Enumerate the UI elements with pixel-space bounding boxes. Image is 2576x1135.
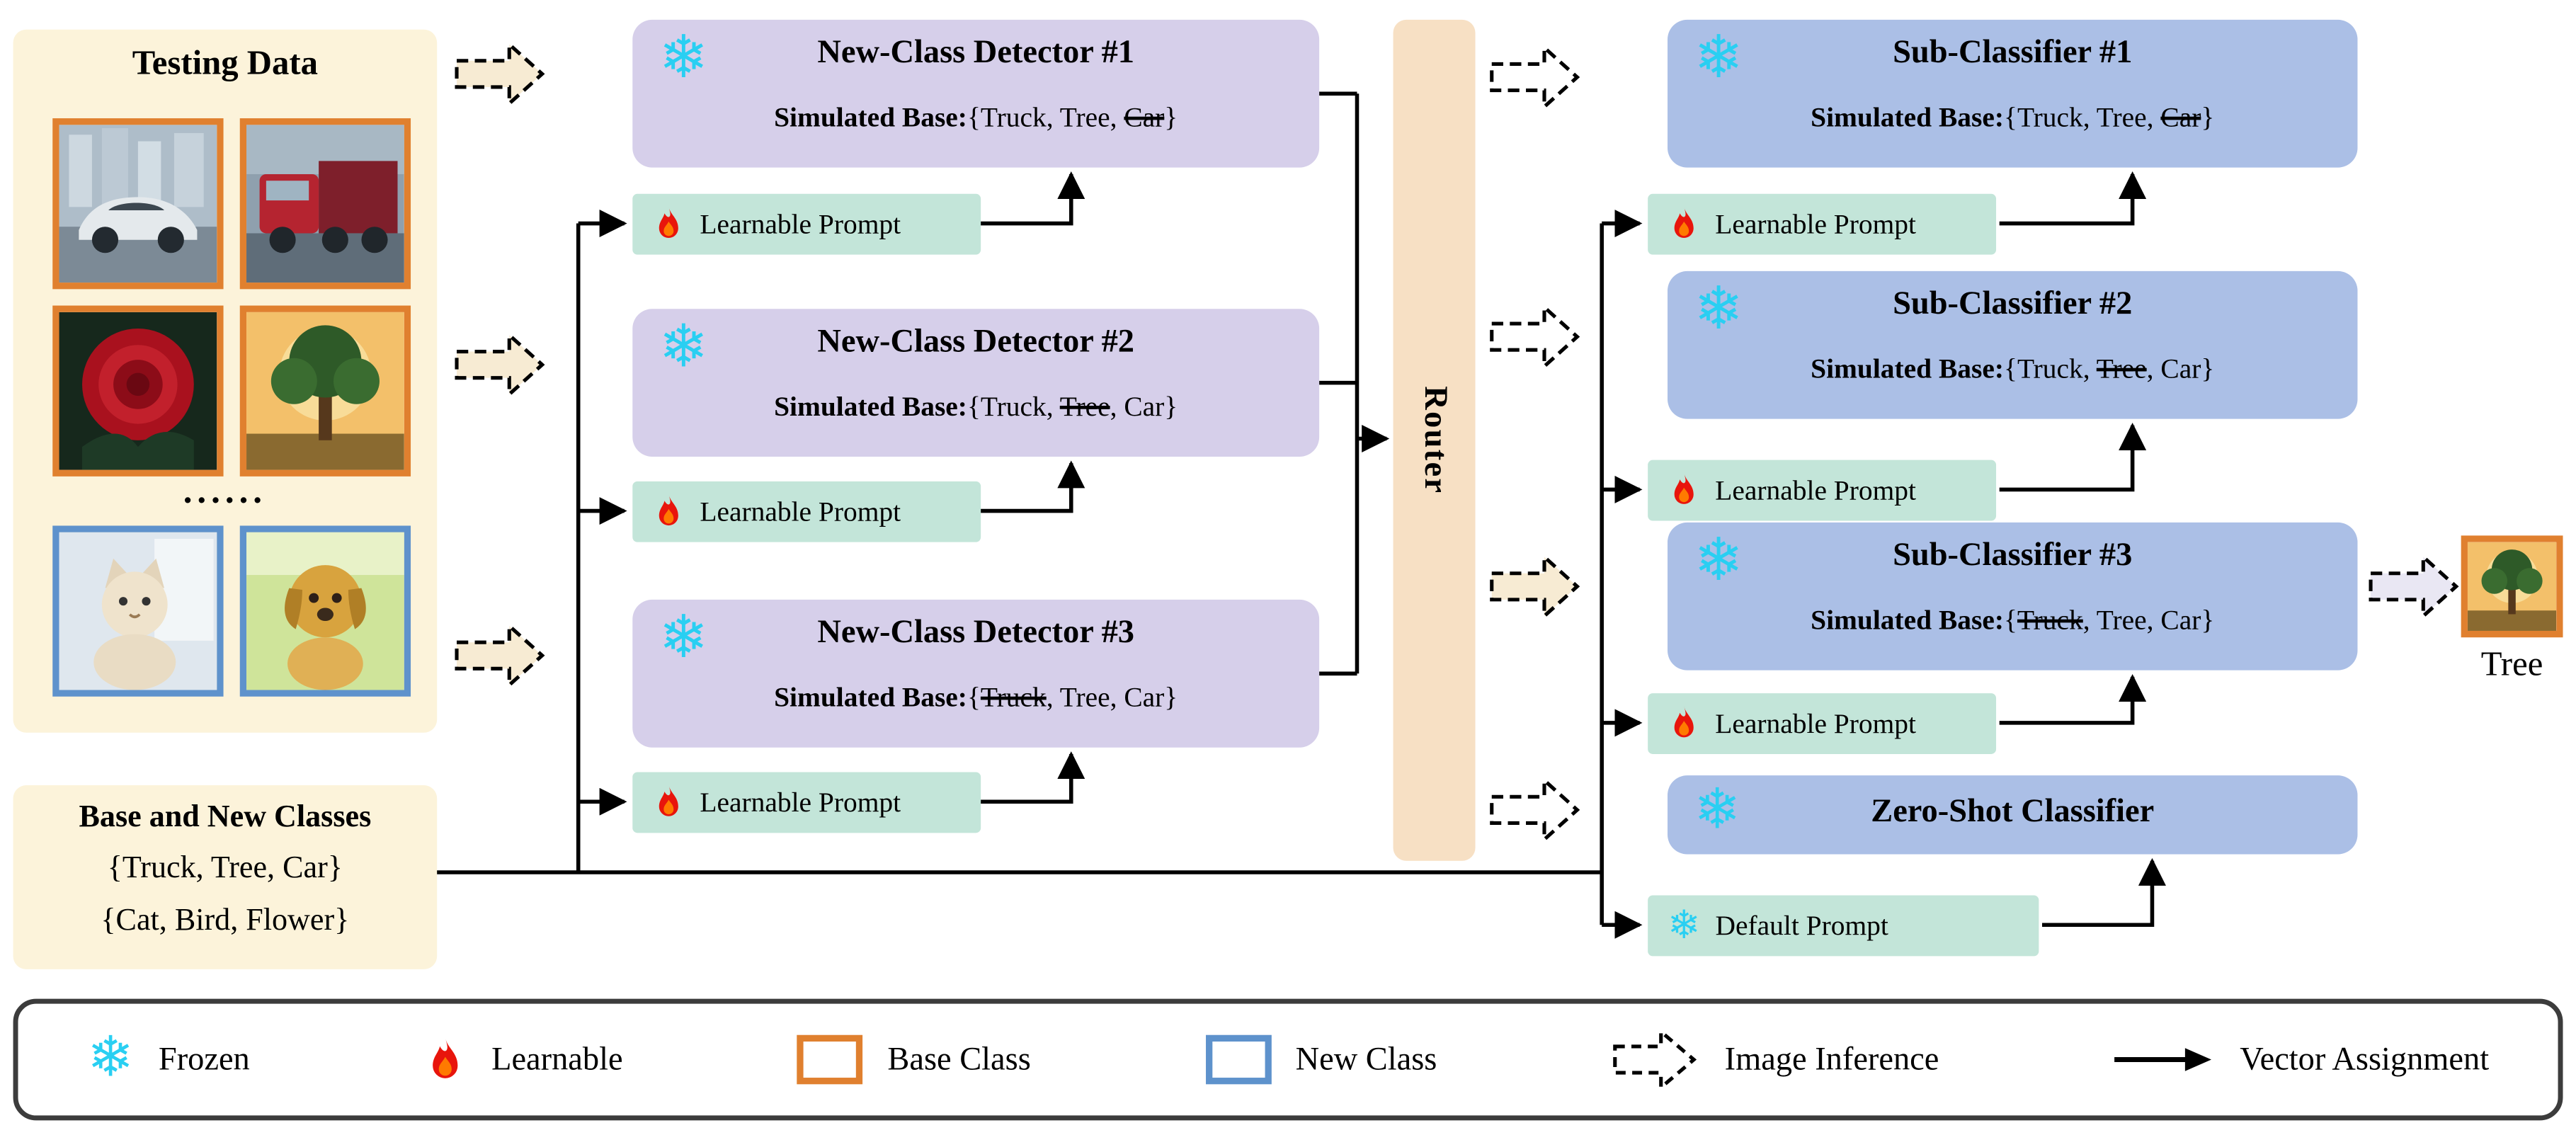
test-image-truck [239,118,411,290]
detector-3-simulated-base: Simulated Base:{Truck, Tree, Car} [774,681,1178,713]
prompt-label: Learnable Prompt [700,207,901,239]
prompt-label: Learnable Prompt [1715,707,1916,738]
flame-icon [1668,703,1700,744]
testing-data-title: Testing Data [132,42,318,83]
inference-arrow-to-detector-3 [455,622,545,690]
prompt-label: Learnable Prompt [1715,207,1916,239]
prompt-label: Learnable Prompt [700,495,901,527]
inference-arrow-to-detector-2 [455,331,545,399]
router-arrow-to-classifier-2 [1490,303,1580,371]
frozen-snowflake-icon: ❄ [659,314,709,380]
base-classes-text: {Truck, Tree, Car} [107,850,343,886]
legend-item-frozen: ❄ Frozen [86,1028,250,1090]
new-class-detector-3: ❄ New-Class Detector #3 Simulated Base:{… [632,599,1320,748]
sub-classifier-2: ❄ Sub-Classifier #2 Simulated Base:{Truc… [1668,270,2358,419]
test-image-dog [239,525,411,697]
detector-2-title: New-Class Detector #2 [817,324,1134,360]
frozen-snowflake-icon: ❄ [1668,904,1701,947]
new-classes-text: {Cat, Bird, Flower} [101,903,350,938]
sub-classifier-1-title: Sub-Classifier #1 [1893,34,2133,71]
output-label: Tree [2480,644,2543,684]
detector-1-title: New-Class Detector #1 [817,34,1134,71]
test-image-car [52,118,224,290]
dashed-arrow-icon [1612,1027,1697,1092]
sub-classifier-3-title: Sub-Classifier #3 [1893,537,2133,574]
testing-data-panel: Testing Data ...... [13,29,438,733]
new-class-swatch-icon [1204,1034,1271,1085]
frozen-snowflake-icon: ❄ [1694,780,1741,841]
test-image-cat [52,525,224,697]
learnable-prompt-detector-2: Learnable Prompt [632,481,981,542]
sub-classifier-2-title: Sub-Classifier #2 [1893,285,2133,322]
legend-item-base-class: Base Class [797,1034,1031,1085]
sub-classifier-3: ❄ Sub-Classifier #3 Simulated Base:{Truc… [1668,522,2358,671]
flame-icon [652,204,685,245]
learnable-prompt-classifier-3: Learnable Prompt [1648,693,1997,754]
legend-label: Frozen [158,1040,250,1077]
router-arrow-to-classifier-1 [1490,43,1580,111]
legend: ❄ Frozen Learnable Base Class New Class … [13,998,2563,1121]
detector-1-simulated-base: Simulated Base:{Truck, Tree, Car} [774,101,1178,133]
detector-3-title: New-Class Detector #3 [817,614,1134,651]
solid-arrow-icon [2114,1048,2212,1071]
test-image-rose [52,305,224,477]
legend-item-new-class: New Class [1204,1034,1437,1085]
flame-icon [1668,470,1700,511]
inference-arrow-to-detector-1 [455,40,545,108]
legend-label: Base Class [887,1040,1031,1077]
default-prompt: ❄ Default Prompt [1648,895,2039,957]
sub-classifier-1-simulated-base: Simulated Base:{Truck, Tree, Car} [1811,101,2215,133]
frozen-snowflake-icon: ❄ [659,604,709,671]
router-box: Router [1393,19,1476,861]
snowflake-icon: ❄ [86,1028,135,1090]
router-arrow-to-zero-shot [1490,776,1580,844]
legend-label: Learnable [491,1040,623,1077]
learnable-prompt-classifier-2: Learnable Prompt [1648,460,1997,521]
legend-label: Vector Assignment [2240,1040,2490,1077]
prompt-label: Learnable Prompt [700,786,901,818]
router-label: Router [1417,386,1454,495]
detector-2-simulated-base: Simulated Base:{Truck, Tree, Car} [774,391,1178,423]
inference-arrow-to-output [2369,552,2459,620]
classes-panel: Base and New Classes {Truck, Tree, Car} … [13,785,438,969]
output-image-tree [2461,535,2563,638]
router-arrow-to-classifier-3 [1490,552,1580,620]
ellipsis-dots: ...... [183,469,268,511]
learnable-prompt-classifier-1: Learnable Prompt [1648,193,1997,255]
sub-classifier-3-simulated-base: Simulated Base:{Truck, Tree, Car} [1811,604,2215,636]
legend-label: New Class [1295,1040,1437,1077]
classes-panel-title: Base and New Classes [79,799,372,835]
frozen-snowflake-icon: ❄ [1694,24,1744,91]
frozen-snowflake-icon: ❄ [659,24,709,91]
learnable-prompt-detector-3: Learnable Prompt [632,772,981,833]
legend-item-image-inference: Image Inference [1612,1027,1939,1093]
frozen-snowflake-icon: ❄ [1694,275,1744,342]
flame-icon [1668,204,1700,245]
frozen-snowflake-icon: ❄ [1694,527,1744,593]
legend-item-learnable: Learnable [424,1034,623,1085]
learnable-prompt-detector-1: Learnable Prompt [632,193,981,255]
base-class-swatch-icon [797,1034,863,1085]
prompt-label: Learnable Prompt [1715,474,1916,506]
prompt-label: Default Prompt [1715,909,1888,941]
new-class-detector-2: ❄ New-Class Detector #2 Simulated Base:{… [632,309,1320,457]
flame-icon [652,782,685,823]
flame-icon [652,491,685,532]
legend-item-vector-assignment: Vector Assignment [2114,1040,2490,1078]
zero-shot-classifier: ❄ Zero-Shot Classifier [1668,775,2358,855]
zero-shot-title: Zero-Shot Classifier [1871,793,2155,830]
legend-label: Image Inference [1724,1040,1939,1077]
sub-classifier-1: ❄ Sub-Classifier #1 Simulated Base:{Truc… [1668,19,2358,168]
new-class-detector-1: ❄ New-Class Detector #1 Simulated Base:{… [632,19,1320,168]
test-image-tree [239,305,411,477]
flame-icon [424,1034,467,1085]
sub-classifier-2-simulated-base: Simulated Base:{Truck, Tree, Car} [1811,353,2215,384]
